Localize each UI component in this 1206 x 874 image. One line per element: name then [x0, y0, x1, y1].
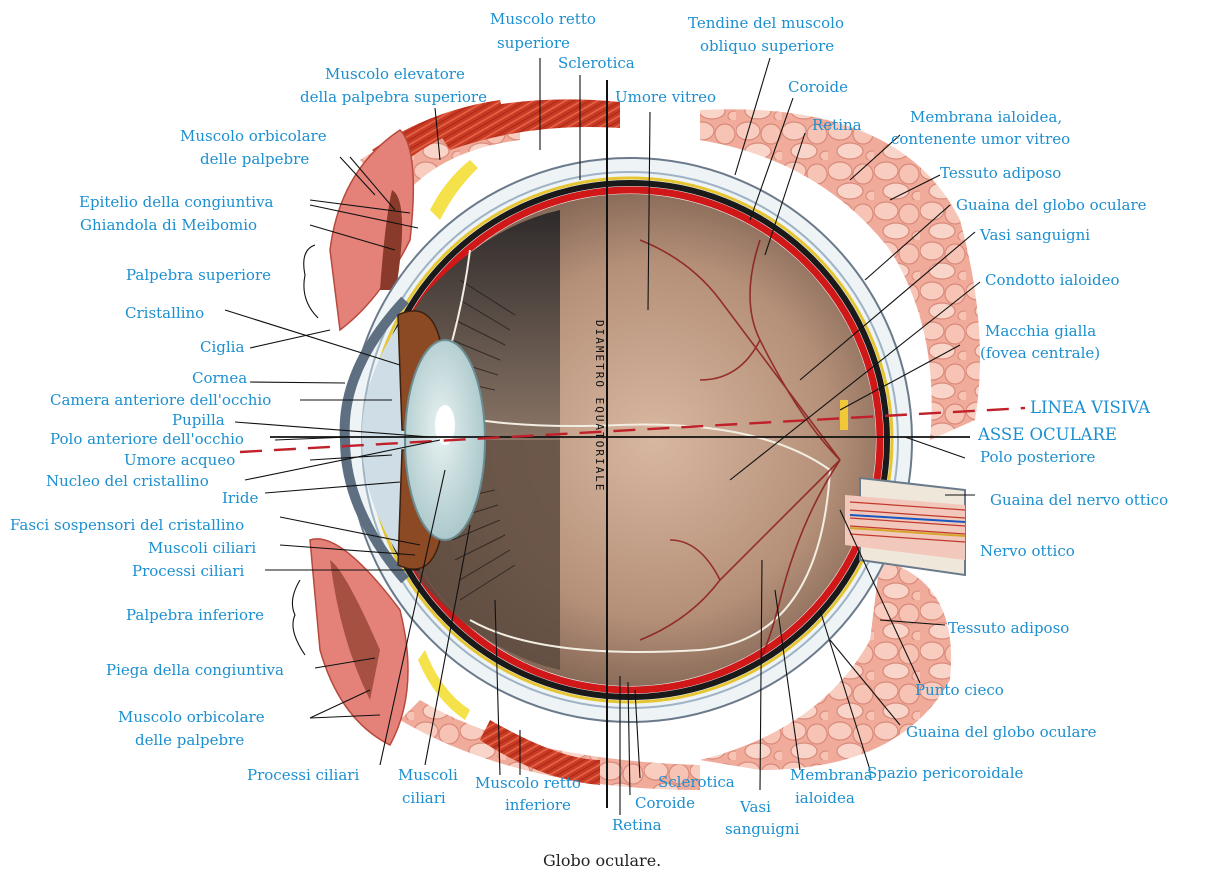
label-sclerotica-bottom: Sclerotica — [658, 773, 735, 791]
label-piega: Piega della congiuntiva — [106, 661, 284, 679]
label-elevatore-1: Muscolo elevatore — [325, 65, 465, 83]
label-orbicolare-sup-2: delle palpebre — [200, 150, 309, 168]
label-membrana-2: contenente umor vitreo — [891, 130, 1070, 148]
label-cristallino: Cristallino — [125, 304, 204, 322]
label-iride: Iride — [222, 489, 258, 507]
label-tendine-2: obliquo superiore — [700, 37, 834, 55]
label-retto-inferiore-1: Muscolo retto — [475, 774, 581, 792]
label-umore-acqueo: Umore acqueo — [124, 451, 235, 469]
label-epitelio: Epitelio della congiuntiva — [79, 193, 274, 211]
label-tessuto-adiposo-bottom: Tessuto adiposo — [948, 619, 1069, 637]
label-guaina-nervo: Guaina del nervo ottico — [990, 491, 1168, 509]
label-orbicolare-inf-1: Muscolo orbicolare — [118, 708, 265, 726]
label-punto-cieco: Punto cieco — [915, 681, 1004, 699]
label-processi-ciliari-bottom: Processi ciliari — [247, 766, 359, 784]
label-guaina-globo-top: Guaina del globo oculare — [956, 196, 1147, 214]
label-guaina-globo-bottom: Guaina del globo oculare — [906, 723, 1097, 741]
label-retina-bottom: Retina — [612, 816, 662, 834]
label-muscoli-2: ciliari — [402, 789, 446, 807]
palpebra-superiore-brace — [304, 245, 318, 318]
label-camera-anteriore: Camera anteriore dell'occhio — [50, 391, 271, 409]
label-muscoli-ciliari-left: Muscoli ciliari — [148, 539, 256, 557]
label-umore-vitreo: Umore vitreo — [615, 88, 716, 106]
label-membrana-bottom-1: Membrana — [790, 766, 873, 784]
equatorial-diameter-label: DIAMETRO EQUATORIALE — [593, 320, 606, 492]
label-palpebra-inferiore: Palpebra inferiore — [126, 606, 264, 624]
label-retto-inferiore-2: inferiore — [505, 796, 571, 814]
label-membrana-bottom-2: ialoidea — [795, 789, 855, 807]
label-fasci-sospensori: Fasci sospensori del cristallino — [10, 516, 244, 534]
label-meibomio: Ghiandola di Meibomio — [80, 216, 257, 234]
label-pupilla: Pupilla — [172, 411, 225, 429]
label-tendine-1: Tendine del muscolo — [688, 14, 844, 32]
label-retto-superiore-2: superiore — [497, 34, 570, 52]
label-condotto: Condotto ialoideo — [985, 271, 1120, 289]
label-muscoli-1: Muscoli — [398, 766, 458, 784]
label-polo-anteriore: Polo anteriore dell'occhio — [50, 430, 244, 448]
label-ciglia: Ciglia — [200, 338, 244, 356]
label-spazio-pericoroidale: Spazio pericoroidale — [867, 764, 1024, 782]
label-vasi-bottom-2: sanguigni — [725, 820, 800, 838]
label-coroide-top: Coroide — [788, 78, 848, 96]
label-elevatore-2: della palpebra superiore — [300, 88, 487, 106]
label-tessuto-adiposo-top: Tessuto adiposo — [940, 164, 1061, 182]
label-retina-top: Retina — [812, 116, 862, 134]
label-processi-ciliari-left: Processi ciliari — [132, 562, 244, 580]
label-retto-superiore-1: Muscolo retto — [490, 10, 596, 28]
label-palpebra-superiore: Palpebra superiore — [126, 266, 271, 284]
label-vasi-bottom-1: Vasi — [739, 798, 771, 816]
label-coroide-bottom: Coroide — [635, 794, 695, 812]
macula — [840, 400, 848, 430]
palpebra-inferiore-brace — [292, 580, 305, 655]
label-macchia-1: Macchia gialla — [985, 322, 1096, 340]
label-orbicolare-sup-1: Muscolo orbicolare — [180, 127, 327, 145]
label-sclerotica-top: Sclerotica — [558, 54, 635, 72]
label-vasi-top: Vasi sanguigni — [979, 226, 1090, 244]
label-membrana-1: Membrana ialoidea, — [910, 108, 1062, 126]
figure-caption: Globo oculare. — [543, 851, 661, 870]
label-asse-oculare: ASSE OCULARE — [977, 425, 1117, 444]
label-nucleo: Nucleo del cristallino — [46, 472, 209, 490]
label-orbicolare-inf-2: delle palpebre — [135, 731, 244, 749]
label-polo-posteriore: Polo posteriore — [980, 448, 1096, 466]
label-nervo-ottico: Nervo ottico — [980, 542, 1075, 560]
label-macchia-2: (fovea centrale) — [980, 344, 1100, 362]
label-linea-visiva: LINEA VISIVA — [1030, 398, 1151, 417]
label-cornea: Cornea — [192, 369, 247, 387]
